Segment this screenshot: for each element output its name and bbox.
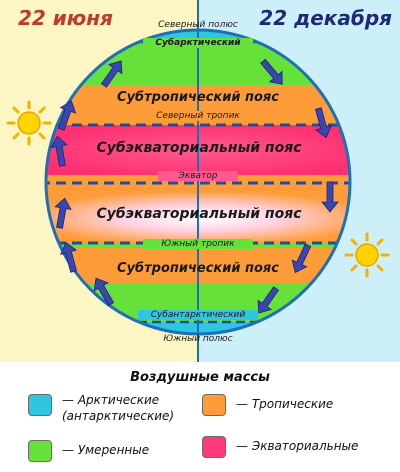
subarctic-label: Субарктический — [143, 38, 253, 48]
subtropical-north-label: Субтропический пояс — [117, 90, 279, 105]
subtropical-south-label: Субтропический пояс — [117, 261, 279, 276]
legend-label-arctic: — Арктические — [62, 393, 160, 407]
legend: Воздушные массы — Арктические (антарктич… — [0, 362, 400, 472]
legend-swatch-temperate — [28, 440, 52, 462]
arrow-icon — [260, 58, 283, 85]
equator-label: Экватор — [158, 171, 238, 181]
subequatorial-south-label: Субэкваториальный пояс — [96, 206, 302, 222]
arrow-icon — [291, 243, 312, 274]
south-pole-label: Южный полюс — [163, 334, 233, 344]
legend-label-temperate: — Умеренные — [62, 443, 150, 457]
legend-swatch-equatorial — [202, 436, 226, 458]
globe-belts — [46, 30, 350, 334]
arrow-icon — [321, 181, 339, 213]
legend-label-tropical: — Тропические — [236, 397, 334, 411]
arrows — [50, 58, 339, 314]
arrow-icon — [60, 241, 78, 273]
sun-icon — [344, 232, 390, 278]
arrow-icon — [93, 277, 115, 307]
subantarctic-label: Субантарктический — [138, 310, 258, 320]
north-tropic-label: Северный тропик — [135, 111, 261, 121]
arrow-icon — [314, 107, 332, 139]
arrow-icon — [50, 135, 68, 167]
subequatorial-north-label: Субэкваториальный пояс — [96, 140, 302, 156]
globe — [44, 0, 352, 362]
legend-swatch-tropical — [202, 394, 226, 416]
summer-date: 22 июня — [18, 6, 113, 30]
legend-label-equatorial: — Экваториальные — [236, 439, 359, 453]
north-pole-label: Северный полюс — [158, 20, 238, 30]
arrow-icon — [54, 197, 72, 229]
sun-icon — [6, 100, 52, 146]
arrow-icon — [100, 60, 123, 88]
winter-date: 22 декабря — [259, 6, 392, 30]
legend-title: Воздушные массы — [130, 370, 270, 385]
south-tropic-label: Южный тропик — [143, 239, 253, 249]
arrow-icon — [57, 100, 77, 131]
diagram-stage: 22 июня 22 декабря Северный полюс Субарк… — [0, 0, 400, 362]
legend-swatch-arctic — [28, 394, 52, 416]
legend-label-arctic-sub: (антарктические) — [62, 409, 175, 423]
arrow-icon — [257, 286, 280, 314]
